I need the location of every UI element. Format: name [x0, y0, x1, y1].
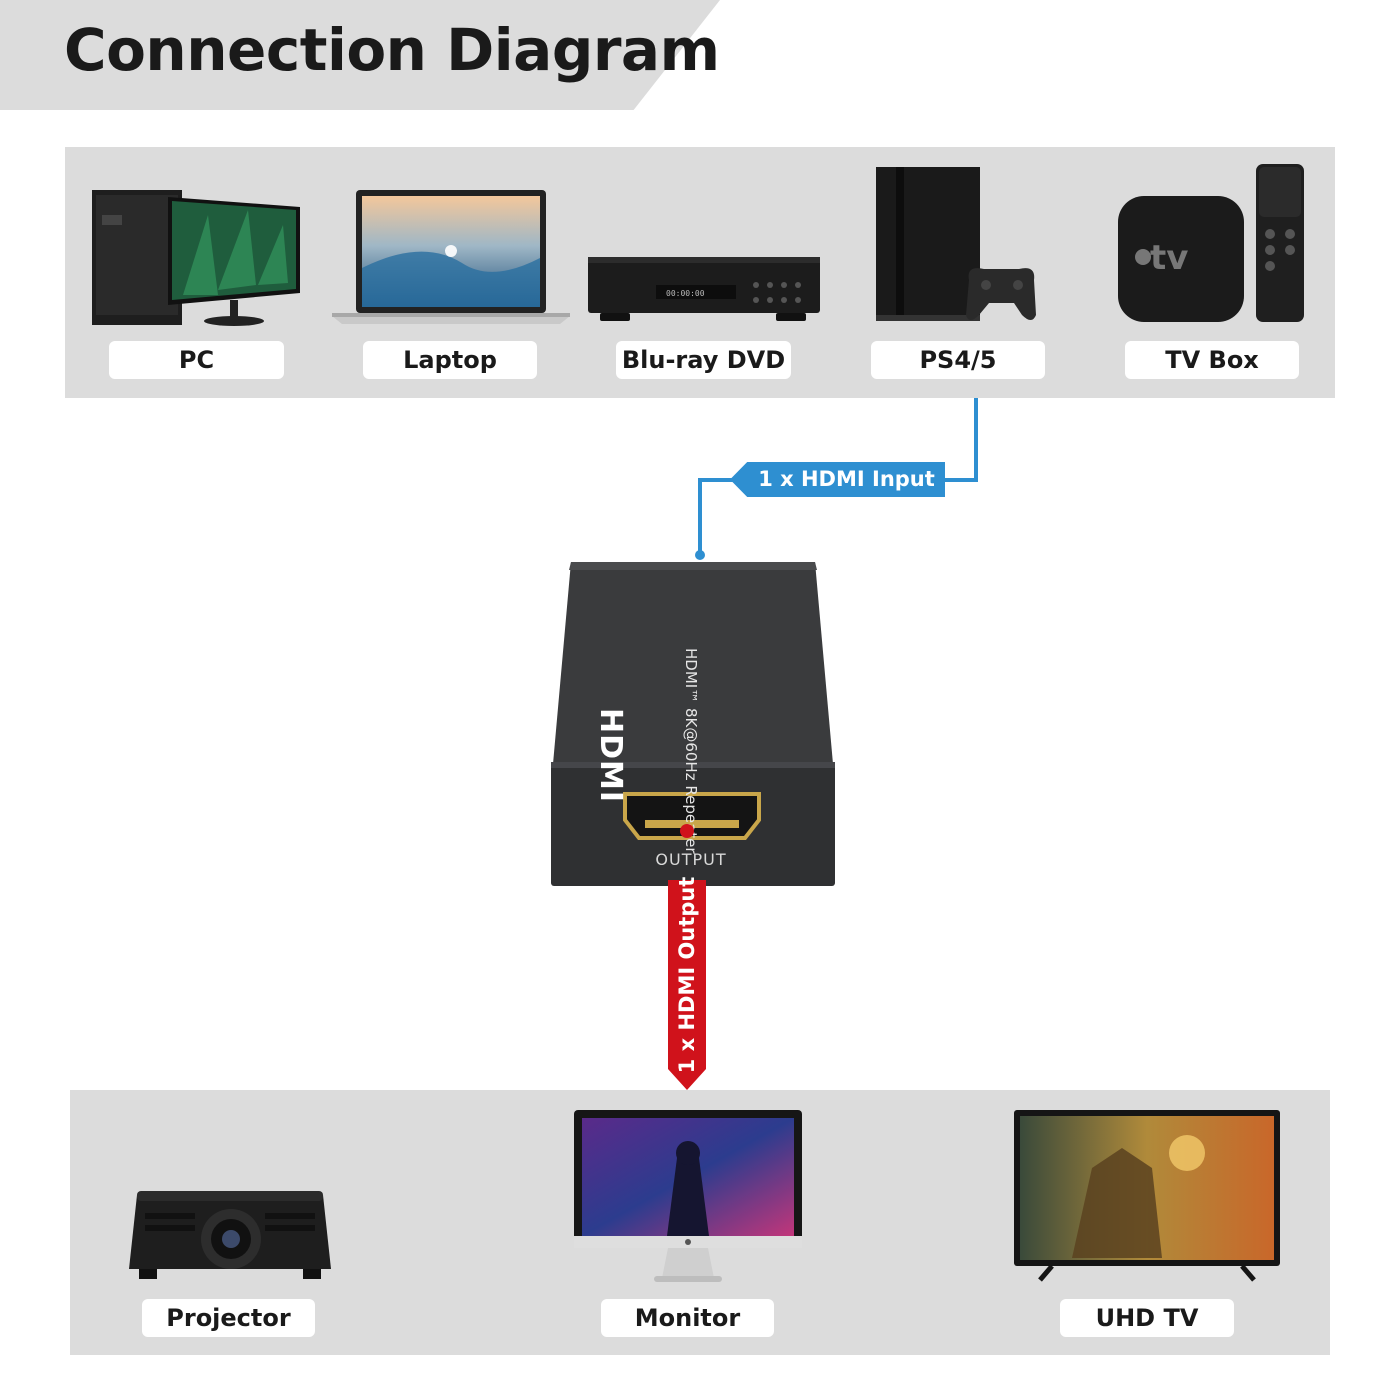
output-connection-dot [680, 824, 694, 838]
bluray-player-icon: 00:00:00 [588, 257, 820, 321]
source-label-bluray: Blu-ray DVD [616, 341, 791, 379]
pc-monitor-icon [92, 190, 300, 326]
hdmi-output-tag-text: 1 x HDMI Output [675, 876, 699, 1074]
source-label-tvbox: TV Box [1125, 341, 1299, 379]
hdmi-repeater-device [551, 562, 835, 886]
monitor-icon [574, 1110, 802, 1282]
sink-label-uhd-tv: UHD TV [1060, 1299, 1234, 1337]
hdmi-output-tag [668, 880, 706, 1090]
tv-box-icon: tv [1118, 164, 1304, 322]
svg-text:tv: tv [1150, 238, 1188, 278]
hdmi-input-tag: 1 x HDMI Input [730, 462, 945, 497]
page-title: Connection Diagram [64, 16, 720, 84]
hdmi-logo: HDMI [593, 708, 628, 804]
source-label-laptop: Laptop [363, 341, 537, 379]
game-console-icon [876, 167, 1036, 321]
title-banner [0, 0, 720, 110]
svg-text:00:00:00: 00:00:00 [666, 289, 705, 298]
sink-label-monitor: Monitor [601, 1299, 774, 1337]
device-model-text: HDMI™ 8K@60Hz Repeater [682, 648, 700, 854]
sink-label-projector: Projector [142, 1299, 315, 1337]
tv-icon [1014, 1110, 1280, 1282]
output-port-label: OUTPUT [655, 850, 727, 869]
laptop-icon [332, 190, 570, 324]
source-label-ps45: PS4/5 [871, 341, 1045, 379]
source-label-pc: PC [109, 341, 284, 379]
projector-icon [129, 1191, 331, 1279]
